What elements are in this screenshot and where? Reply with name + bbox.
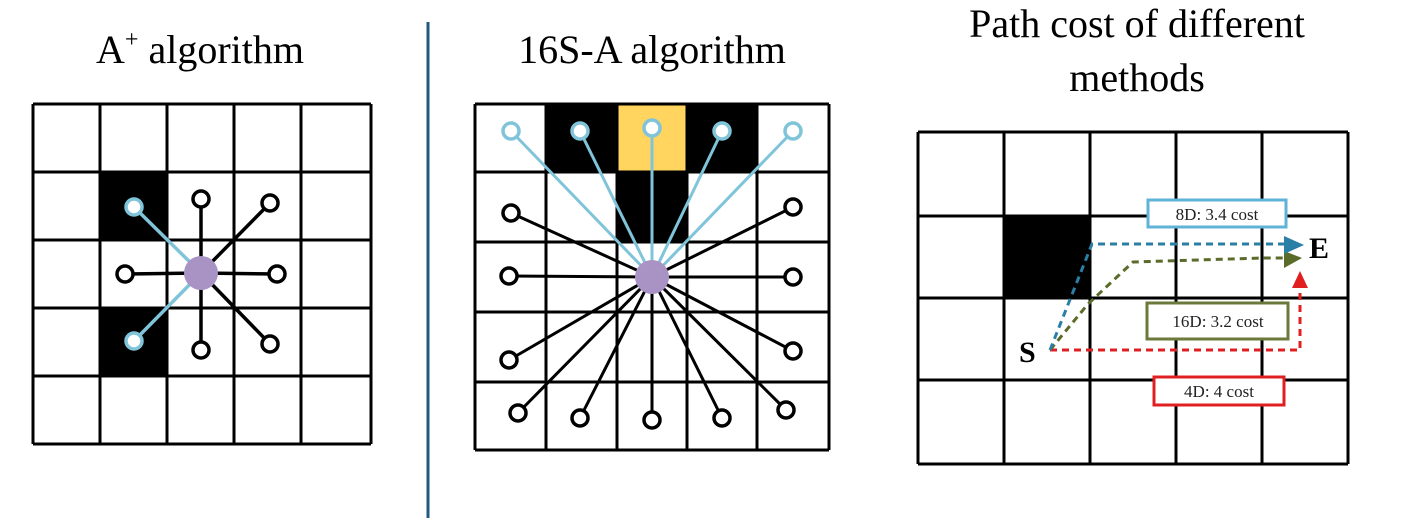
path-label-8d-text: 8D: 3.4 cost	[1176, 205, 1259, 224]
blocked-neighbor-node	[570, 121, 590, 141]
path-16d-arrowhead	[1284, 251, 1302, 268]
neighbor-nodes	[499, 118, 803, 430]
free-neighbor-node	[783, 341, 803, 361]
start-point-label: S	[1019, 336, 1036, 369]
center-node	[635, 260, 669, 294]
panel-1-grid	[31, 102, 373, 446]
blocked-neighbor-node	[501, 121, 521, 141]
free-neighbor-node	[191, 340, 211, 360]
free-neighbor-node	[191, 189, 211, 209]
blocked-edge	[650, 129, 795, 279]
path-label-4d: 4D: 4 cost	[1152, 375, 1286, 407]
panel-2-title: 16S-A algorithm	[518, 27, 786, 72]
free-neighbor-node	[570, 408, 590, 428]
path-16d	[1048, 256, 1300, 351]
free-edge	[508, 275, 653, 362]
free-neighbor-node	[783, 267, 803, 287]
obstacle-cell	[1004, 216, 1090, 298]
panel-1-title: A+ algorithm	[96, 27, 304, 72]
path-label-16d-text: 16D: 3.2 cost	[1172, 312, 1263, 331]
free-edge	[508, 274, 653, 279]
blocked-edge	[509, 129, 654, 279]
blocked-neighbor-node	[124, 197, 144, 217]
free-edge	[650, 275, 788, 412]
neighbor-nodes	[115, 189, 287, 360]
panel-2-grid	[473, 102, 831, 452]
free-edge	[510, 211, 653, 279]
blocked-edge	[578, 130, 654, 278]
panel-3-title-line-1: Path cost of different	[969, 1, 1305, 46]
center-node	[184, 256, 218, 290]
panel-1-title-main: A	[96, 27, 125, 72]
free-neighbor-node	[499, 350, 519, 370]
path-8d	[1048, 242, 1290, 351]
free-neighbor-node	[499, 266, 519, 286]
free-edge	[578, 276, 654, 419]
neighbor-edges	[508, 128, 795, 420]
path-label-16d: 16D: 3.2 cost	[1145, 301, 1290, 341]
free-edge	[651, 205, 794, 279]
blocked-neighbor-node	[783, 121, 803, 141]
free-neighbor-node	[712, 408, 732, 428]
panel-3-title-line-2: methods	[1069, 55, 1205, 100]
free-edge	[650, 276, 724, 419]
path-8d-arrowhead	[1284, 236, 1304, 254]
path-4d-arrowhead	[1292, 271, 1308, 288]
panel-1-title-sup: +	[125, 27, 139, 53]
free-edge	[516, 275, 654, 415]
end-point-label: E	[1309, 232, 1329, 265]
free-neighbor-node	[267, 264, 287, 284]
path-label-4d-text: 4D: 4 cost	[1184, 382, 1254, 401]
free-neighbor-node	[642, 410, 662, 430]
blocked-neighbor-node	[642, 118, 662, 138]
blocked-neighbor-node	[124, 331, 144, 351]
free-neighbor-node	[115, 264, 135, 284]
free-neighbor-node	[260, 334, 280, 354]
panel-1-title-rest: algorithm	[138, 27, 304, 72]
blocked-neighbor-node	[712, 121, 732, 141]
free-neighbor-node	[508, 403, 528, 423]
free-neighbor-node	[260, 193, 280, 213]
free-neighbor-node	[776, 400, 796, 420]
grid-lines	[916, 130, 1350, 466]
free-neighbor-node	[501, 203, 521, 223]
path-label-8d: 8D: 3.4 cost	[1146, 198, 1288, 229]
free-edge	[651, 275, 794, 353]
free-neighbor-node	[783, 197, 803, 217]
blocked-edge	[650, 130, 724, 278]
panel-3-grid: 8D: 3.4 cost 16D: 3.2 cost 4D: 4 cost S …	[916, 130, 1350, 466]
